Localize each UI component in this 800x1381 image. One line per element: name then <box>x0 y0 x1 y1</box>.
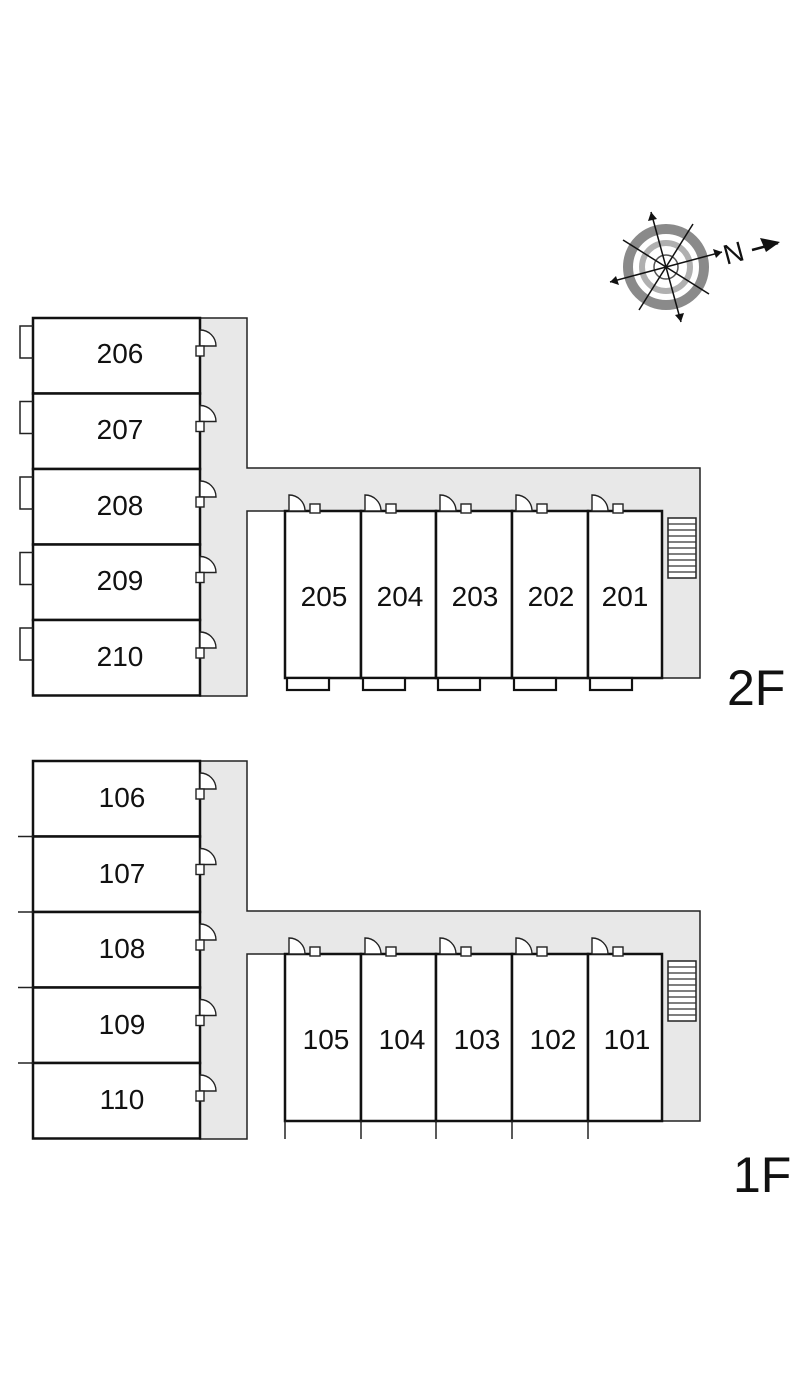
door-icon <box>195 345 205 357</box>
floor-1f-labels: 106 107 108 109 110 105 104 103 102 101 … <box>99 782 792 1203</box>
door-icon <box>195 863 205 876</box>
door-icon <box>591 937 609 955</box>
room-203-label: 203 <box>452 581 499 612</box>
room-unit <box>283 952 363 1123</box>
window-icon <box>19 476 33 510</box>
door-icon <box>385 503 397 514</box>
door-icon <box>199 329 217 347</box>
room-unit <box>510 509 590 680</box>
room-109-label: 109 <box>99 1009 146 1040</box>
room-102-label: 102 <box>530 1024 577 1055</box>
floor-1f-plan <box>18 759 701 1140</box>
room-unit <box>359 952 438 1123</box>
north-arrow-icon <box>751 238 780 252</box>
door-icon <box>195 788 205 800</box>
door-icon <box>199 847 217 866</box>
balcony <box>588 676 634 692</box>
door-icon <box>195 939 205 951</box>
room-unit <box>31 618 202 697</box>
room-201-label: 201 <box>602 581 649 612</box>
door-icon <box>515 494 533 512</box>
room-202-label: 202 <box>528 581 575 612</box>
door-icon <box>536 946 548 957</box>
door-icon <box>195 1014 205 1027</box>
door-icon <box>612 503 624 514</box>
floor-2f-plan <box>19 316 701 697</box>
room-205-label: 205 <box>301 581 348 612</box>
door-icon <box>460 946 472 957</box>
room-unit <box>31 759 202 838</box>
door-icon <box>288 494 306 512</box>
room-101-label: 101 <box>604 1024 651 1055</box>
door-icon <box>199 998 217 1017</box>
room-105-label: 105 <box>303 1024 350 1055</box>
room-unit <box>31 467 202 546</box>
door-icon <box>195 496 205 508</box>
room-204-label: 204 <box>377 581 424 612</box>
room-210-label: 210 <box>97 641 144 672</box>
door-icon <box>195 1090 205 1102</box>
door-icon <box>195 571 205 584</box>
room-unit <box>586 952 664 1123</box>
room-108-label: 108 <box>99 933 146 964</box>
door-icon <box>309 503 321 514</box>
floor-1f-label: 1F <box>733 1147 791 1203</box>
room-104-label: 104 <box>379 1024 426 1055</box>
door-icon <box>199 1074 217 1092</box>
room-207-label: 207 <box>97 414 144 445</box>
stairs-icon <box>667 960 697 1022</box>
balcony <box>436 676 482 692</box>
stairs-icon <box>667 517 697 579</box>
door-icon <box>288 937 306 955</box>
room-110-label: 110 <box>100 1084 145 1115</box>
door-icon <box>199 480 217 498</box>
window-icon <box>19 400 33 435</box>
door-icon <box>364 937 382 955</box>
door-icon <box>460 503 472 514</box>
room-unit <box>434 952 514 1123</box>
floor-2f-label: 2F <box>727 660 785 716</box>
door-icon <box>195 647 205 659</box>
window-icon <box>19 325 33 359</box>
room-unit <box>510 952 590 1123</box>
door-icon <box>195 420 205 433</box>
window-icon <box>19 551 33 586</box>
door-icon <box>591 494 609 512</box>
room-106-label: 106 <box>99 782 146 813</box>
balcony <box>361 676 407 692</box>
room-unit <box>31 392 202 471</box>
door-icon <box>199 404 217 423</box>
door-icon <box>439 937 457 955</box>
room-208-label: 208 <box>97 490 144 521</box>
balcony <box>512 676 558 692</box>
door-icon <box>612 946 624 957</box>
room-107-label: 107 <box>99 858 146 889</box>
door-icon <box>515 937 533 955</box>
door-icon <box>199 631 217 649</box>
compass-rose-icon <box>609 211 723 323</box>
room-unit <box>31 1061 202 1140</box>
floor-2f-labels: 206 207 208 209 210 205 204 203 202 201 … <box>97 338 786 716</box>
north-label: N <box>720 235 748 270</box>
room-209-label: 209 <box>97 565 144 596</box>
door-icon <box>536 503 548 514</box>
balcony <box>285 676 331 692</box>
door-icon <box>199 772 217 790</box>
room-206-label: 206 <box>97 338 144 369</box>
door-icon <box>199 555 217 574</box>
window-icon <box>19 627 33 661</box>
door-icon <box>309 946 321 957</box>
door-icon <box>439 494 457 512</box>
door-icon <box>385 946 397 957</box>
room-103-label: 103 <box>454 1024 501 1055</box>
door-icon <box>364 494 382 512</box>
door-icon <box>199 923 217 941</box>
